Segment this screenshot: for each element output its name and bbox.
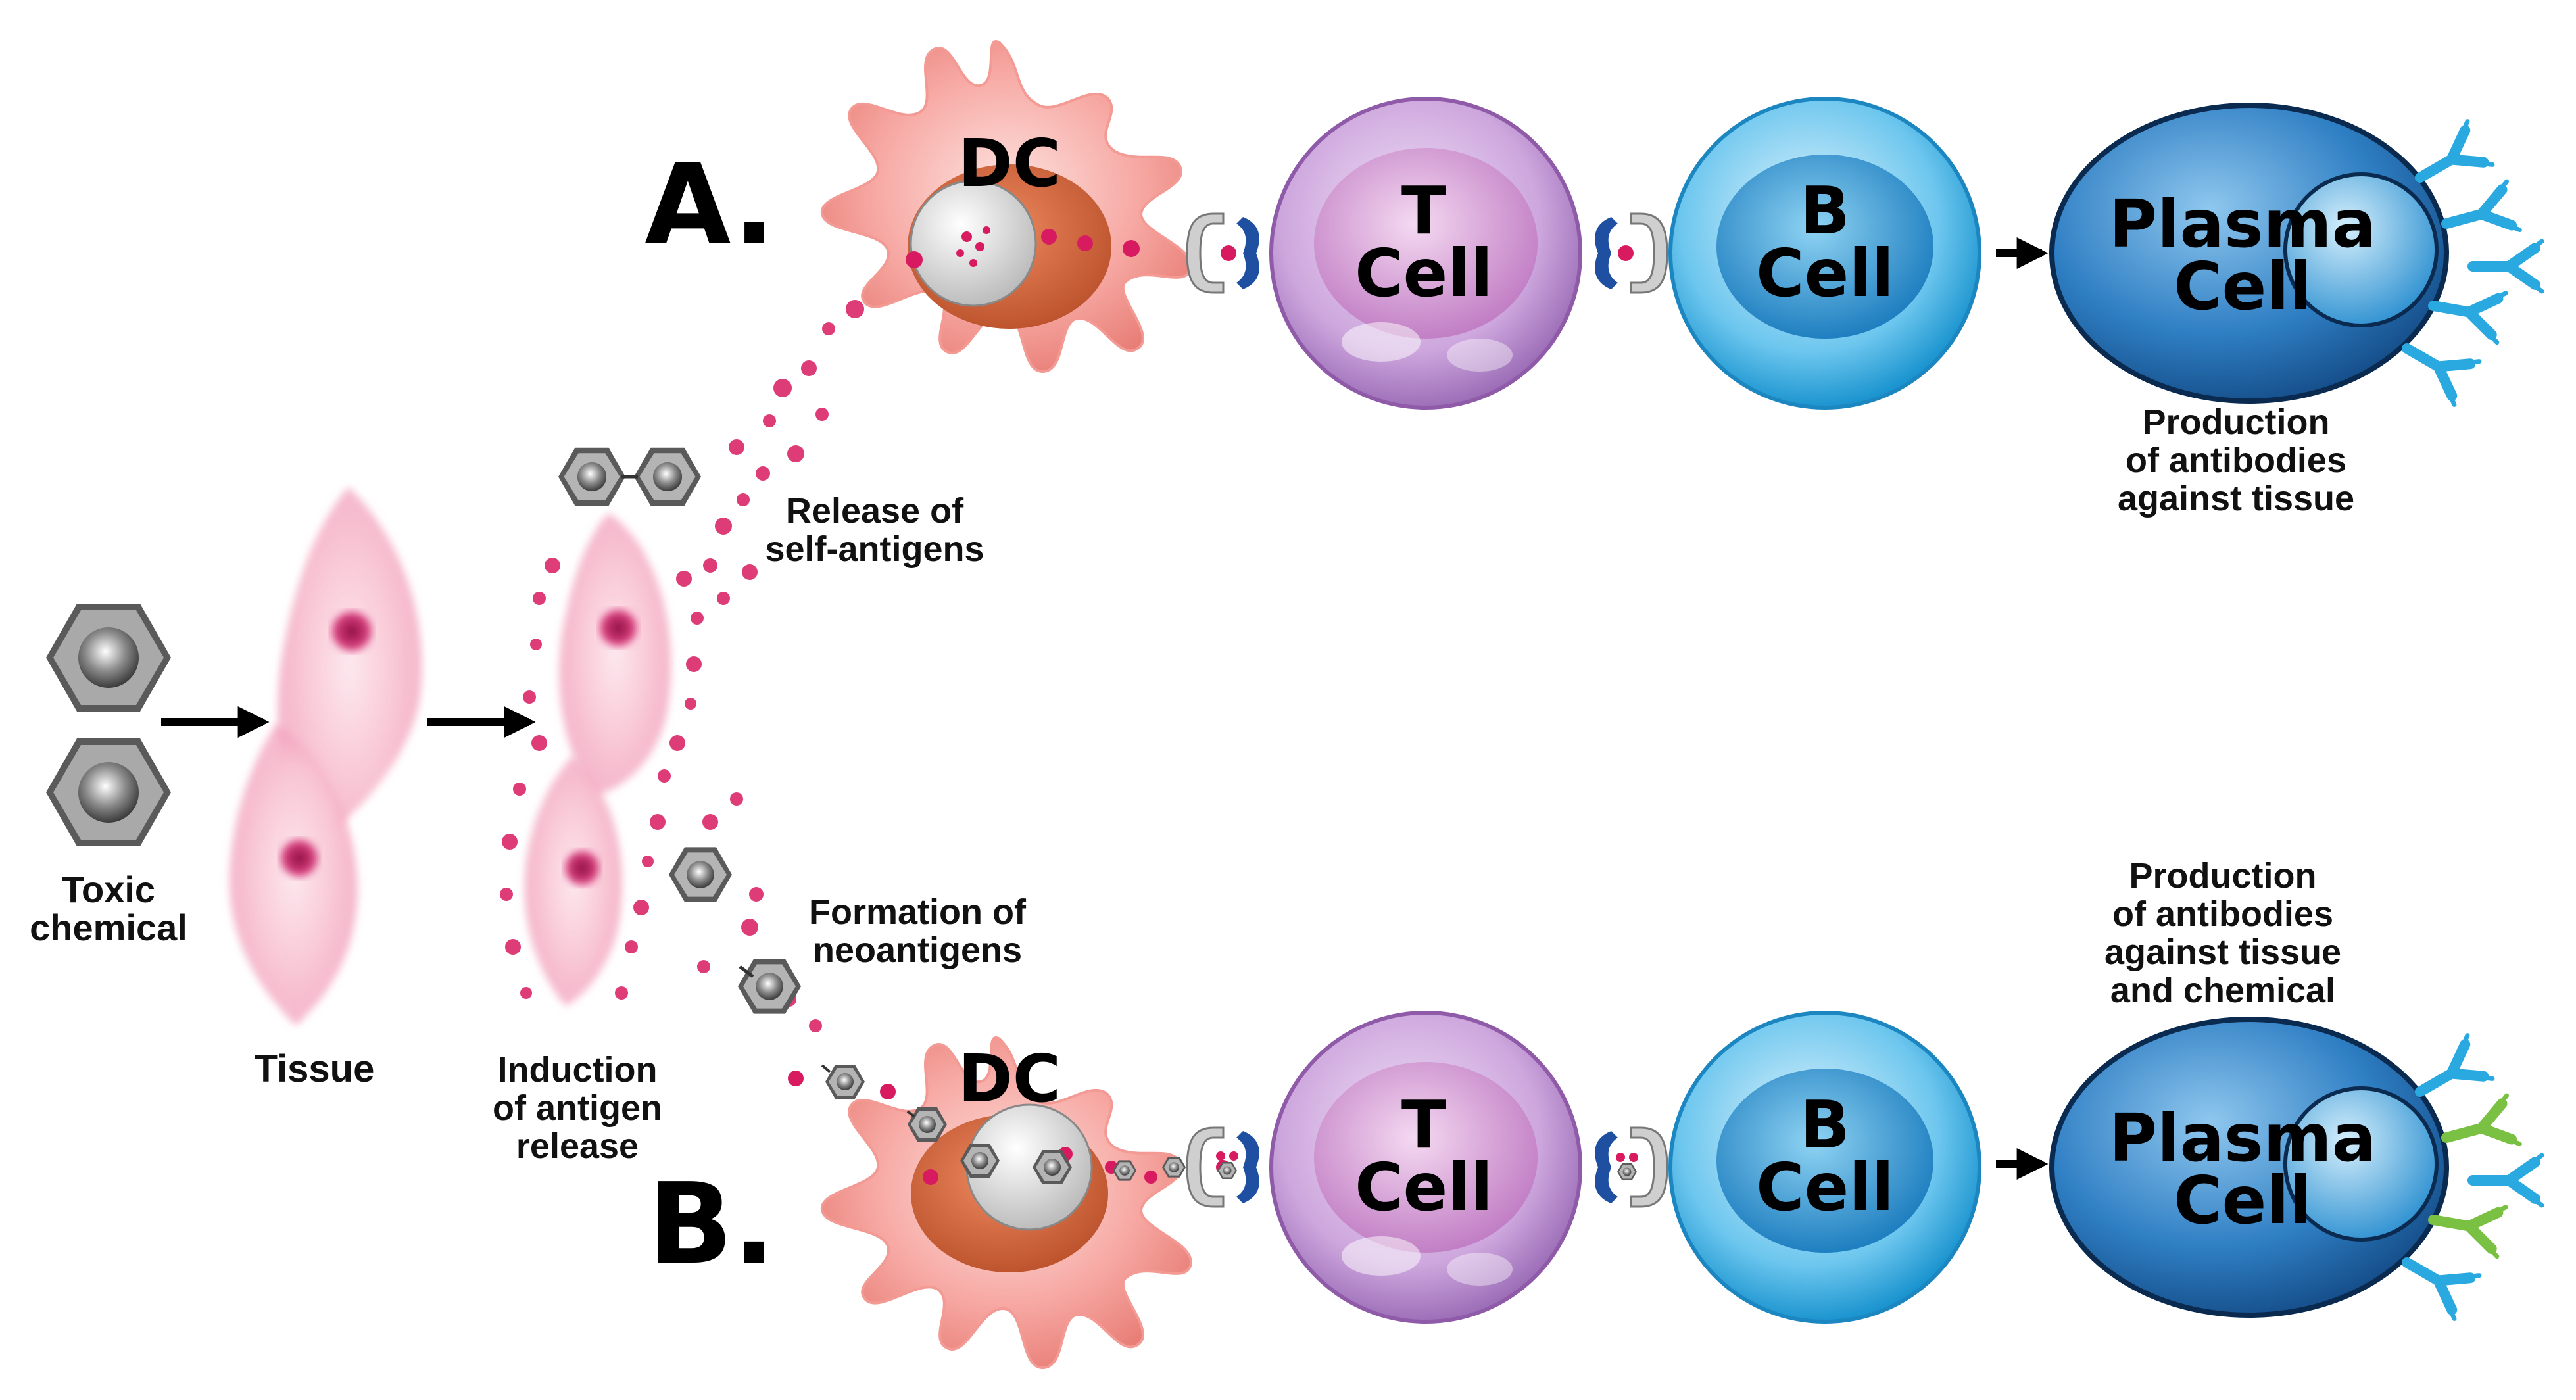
t-cell-b-label-line1: T [1401, 1086, 1446, 1163]
toxic-label-line2: chemical [30, 907, 187, 948]
production-b-line1: Production [2129, 856, 2317, 896]
mhc-tcr-b2 [1595, 1126, 1668, 1208]
plasma-cell-a [2049, 103, 2449, 404]
induction-label-line3: release [516, 1126, 639, 1166]
plasma-cell-b-label-line1: Plasma [2109, 1099, 2376, 1176]
release-label-line1: Release of [786, 491, 964, 531]
production-b-line2: of antibodies [2112, 894, 2333, 934]
formation-label-line1: Formation of [809, 892, 1027, 932]
plasma-cell-b-label-line2: Cell [2174, 1162, 2312, 1239]
release-label-line2: self-antigens [765, 529, 984, 569]
dc-a-label: DC [958, 125, 1061, 202]
mhc-tcr-b1 [1186, 1126, 1259, 1208]
mhc-tcr-a2 [1595, 212, 1668, 294]
plasma-cell-a-label-line2: Cell [2174, 248, 2312, 325]
panel-b-marker: B. [648, 1159, 775, 1290]
production-a-line3: against tissue [2118, 479, 2354, 518]
t-cell-b [1269, 1011, 1582, 1324]
b-cell-b [1668, 1011, 1981, 1324]
t-cell-a-label-line2: Cell [1355, 235, 1493, 312]
production-b-line3: against tissue [2104, 932, 2341, 972]
production-b-line4: and chemical [2110, 971, 2335, 1010]
mhc-tcr-a1 [1186, 212, 1259, 294]
damaged-tissue-icon [524, 513, 671, 1006]
plasma-cell-b [2049, 1017, 2449, 1318]
production-a-line2: of antibodies [2126, 441, 2346, 480]
b-cell-a-label-line2: Cell [1756, 235, 1894, 312]
dendritic-cell-a [820, 40, 1192, 373]
b-cell-b-label-line2: Cell [1756, 1149, 1894, 1226]
released-antigens-dots [500, 300, 864, 1032]
production-a-line1: Production [2143, 402, 2330, 442]
t-cell-b-label-line2: Cell [1355, 1149, 1493, 1226]
t-cell-a [1269, 97, 1582, 410]
tissue-cells-icon [229, 487, 422, 1026]
toxic-chemical-icon [46, 604, 171, 846]
induction-label-line2: of antigen [493, 1088, 662, 1128]
b-cell-b-label-line1: B [1800, 1086, 1850, 1163]
dc-b-label: DC [958, 1040, 1061, 1117]
toxic-label-line1: Toxic [62, 869, 155, 910]
t-cell-a-label-line1: T [1401, 172, 1446, 249]
panel-a-marker: A. [644, 140, 775, 270]
chemical-molecules-icon [558, 447, 801, 1014]
b-cell-a [1668, 97, 1981, 410]
formation-label-line2: neoantigens [813, 930, 1022, 970]
tissue-label: Tissue [255, 1048, 375, 1090]
b-cell-a-label-line1: B [1800, 172, 1850, 249]
plasma-cell-a-label-line1: Plasma [2109, 185, 2376, 262]
induction-label-line1: Induction [498, 1050, 658, 1090]
